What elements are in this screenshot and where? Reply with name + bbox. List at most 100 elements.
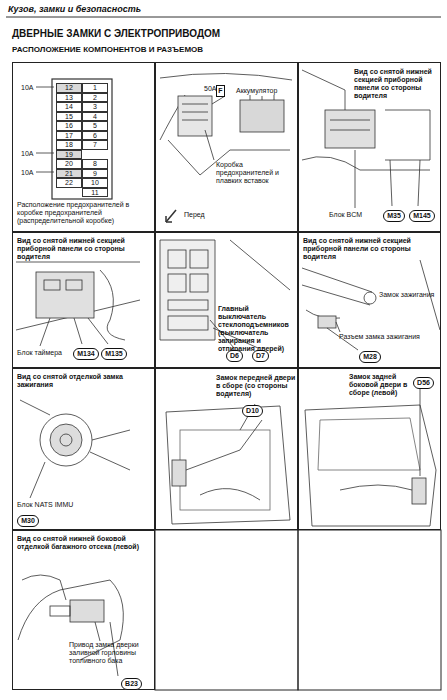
connector-code-text: M35	[387, 211, 401, 221]
connector-code: D56	[413, 377, 434, 389]
view-panel: Замок задней боковой двери в сборе (лево…	[298, 368, 441, 530]
fuse-number: 14	[57, 103, 81, 112]
callout-label: Разъем замка зажигания	[339, 333, 437, 341]
fuse-cell: 12	[56, 83, 82, 93]
connector-code: M135	[101, 348, 127, 360]
fuse-number: 20	[57, 160, 81, 169]
fuse-number: 7	[83, 141, 107, 150]
connector-code: M145	[409, 210, 435, 222]
connector-code-text: M28	[363, 352, 377, 362]
fuse-cell: 2	[82, 93, 108, 103]
view-heading: Вид со снятой нижней секцией приборной п…	[303, 237, 438, 261]
fuse-cell: 6	[82, 131, 108, 141]
fuse-number: 12	[57, 84, 81, 93]
connector-code-text: M135	[105, 349, 123, 359]
fuse-cell: 10	[82, 178, 108, 188]
fuse-cell: 18	[56, 140, 82, 150]
callout-label: Аккумулятор	[236, 87, 296, 95]
fuse-cell: 11	[82, 188, 108, 198]
fuse-number: 16	[57, 122, 81, 131]
fuse-number: 22	[57, 179, 81, 188]
callout-label: Замок зажигания	[379, 291, 439, 299]
fuse-number: 5	[83, 122, 107, 131]
fuse-number: 18	[57, 141, 81, 150]
connector-code-text: D6	[230, 351, 239, 361]
connector-code: M35	[383, 210, 405, 222]
connector-code: D10	[242, 405, 263, 417]
fuse-number: 13	[57, 94, 81, 103]
callout-label: Расположение предохранителей в коробке п…	[17, 201, 152, 225]
fuse-number: 2	[83, 94, 107, 103]
connector-code-text: D10	[246, 406, 259, 416]
connector-code-text: D7	[256, 351, 265, 361]
view-panel: Вид со снятой нижней секцией приборной п…	[12, 232, 155, 368]
fuse-number: 10	[83, 179, 107, 188]
view-panel: Вид со снятой нижней секцией приборной п…	[298, 232, 441, 368]
fuse-cell: 15	[56, 112, 82, 122]
fuse-cell: 7	[82, 140, 108, 150]
view-heading: Вид со снятой нижней секцией приборной п…	[354, 68, 438, 100]
view-panel: Замок передней двери в сборе (со стороны…	[155, 368, 298, 530]
fuse-cell: 22	[56, 178, 82, 188]
fuse-box-letter: F	[217, 86, 224, 96]
page-subtitle: РАСПОЛОЖЕНИЕ КОМПОНЕНТОВ И РАЗЪЕМОВ	[12, 45, 203, 54]
fuse-cell: 4	[82, 112, 108, 122]
page-section-header: Кузов, замки и безопасность	[8, 4, 141, 14]
view-heading: Замок передней двери в сборе (со стороны…	[216, 374, 296, 398]
fuse-cell: 19	[56, 150, 82, 160]
view-panel: Вид со снятой нижней боковой отделкой ба…	[12, 530, 155, 690]
view-panel: Главный выключатель стеклоподъемников (в…	[155, 232, 298, 368]
view-heading: Главный выключатель стеклоподъемников (в…	[218, 305, 296, 353]
fuse-number: 11	[83, 189, 107, 198]
connector-code: M28	[359, 351, 381, 363]
connector-code-text: M30	[21, 516, 35, 526]
callout-label: Блок NATS IMMU	[17, 501, 97, 509]
fuse-cell: 20	[56, 159, 82, 169]
view-heading: Вид со снятой нижней секцией приборной п…	[17, 237, 152, 261]
fuse-number: 3	[83, 103, 107, 112]
callout-label: 10A	[21, 84, 45, 92]
callout-label: Блок BCM	[329, 211, 377, 219]
fuse-cell: 9	[82, 169, 108, 179]
fuse-number: 17	[57, 132, 81, 141]
callout-label: Блок таймера	[17, 349, 72, 357]
connector-code: M30	[17, 515, 39, 527]
connector-code: D7	[252, 350, 269, 362]
callout-label: Коробка предохранителей и плавких вставо…	[216, 161, 296, 185]
fuse-cell: 14	[56, 102, 82, 112]
fuse-box-mark: F	[216, 85, 225, 97]
fuse-number: 21	[57, 170, 81, 179]
fuse-number: 1	[83, 84, 107, 93]
fuse-number: 9	[83, 170, 107, 179]
callout-label: Привод замка дверки заливной горловины т…	[69, 641, 153, 665]
connector-code: M134	[73, 348, 99, 360]
connector-code: D6	[226, 350, 243, 362]
view-panel: Вид со снятой отделкой замка зажиганияБл…	[12, 368, 155, 530]
connector-code-text: B23	[125, 679, 138, 689]
fuse-cell: 13	[56, 93, 82, 103]
fuse-number: 6	[83, 132, 107, 141]
view-heading: Вид со снятой отделкой замка зажигания	[17, 373, 152, 389]
view-panel: 50AАккумуляторКоробка предохранителей и …	[155, 62, 298, 232]
fuse-cell: 21	[56, 169, 82, 179]
fuse-cell: 1	[82, 83, 108, 93]
view-panel: 10A 10A 10A Расположение предохранителей в …	[12, 62, 155, 232]
view-panel: Вид со снятой нижней секцией приборной п…	[298, 62, 441, 232]
page-title: ДВЕРНЫЕ ЗАМКИ С ЭЛЕКТРОПРИВОДОМ	[12, 28, 220, 39]
fuse-number: 15	[57, 113, 81, 122]
connector-code-text: M145	[413, 211, 431, 221]
callout-label: 10A	[21, 169, 45, 177]
connector-code-text: D56	[417, 378, 430, 388]
fuse-number: 19	[57, 151, 81, 160]
connector-code-text: M134	[77, 349, 95, 359]
connector-code: B23	[121, 678, 142, 690]
fuse-cell: 16	[56, 121, 82, 131]
callout-label: Перед	[184, 211, 218, 219]
fuse-cell: 3	[82, 102, 108, 112]
fuse-number: 8	[83, 160, 107, 169]
fuse-number: 4	[83, 113, 107, 122]
callout-label: 10A	[21, 150, 45, 158]
fuse-cell: 17	[56, 131, 82, 141]
view-heading: Вид со снятой нижней боковой отделкой ба…	[17, 535, 152, 551]
fuse-cell: 8	[82, 159, 108, 169]
